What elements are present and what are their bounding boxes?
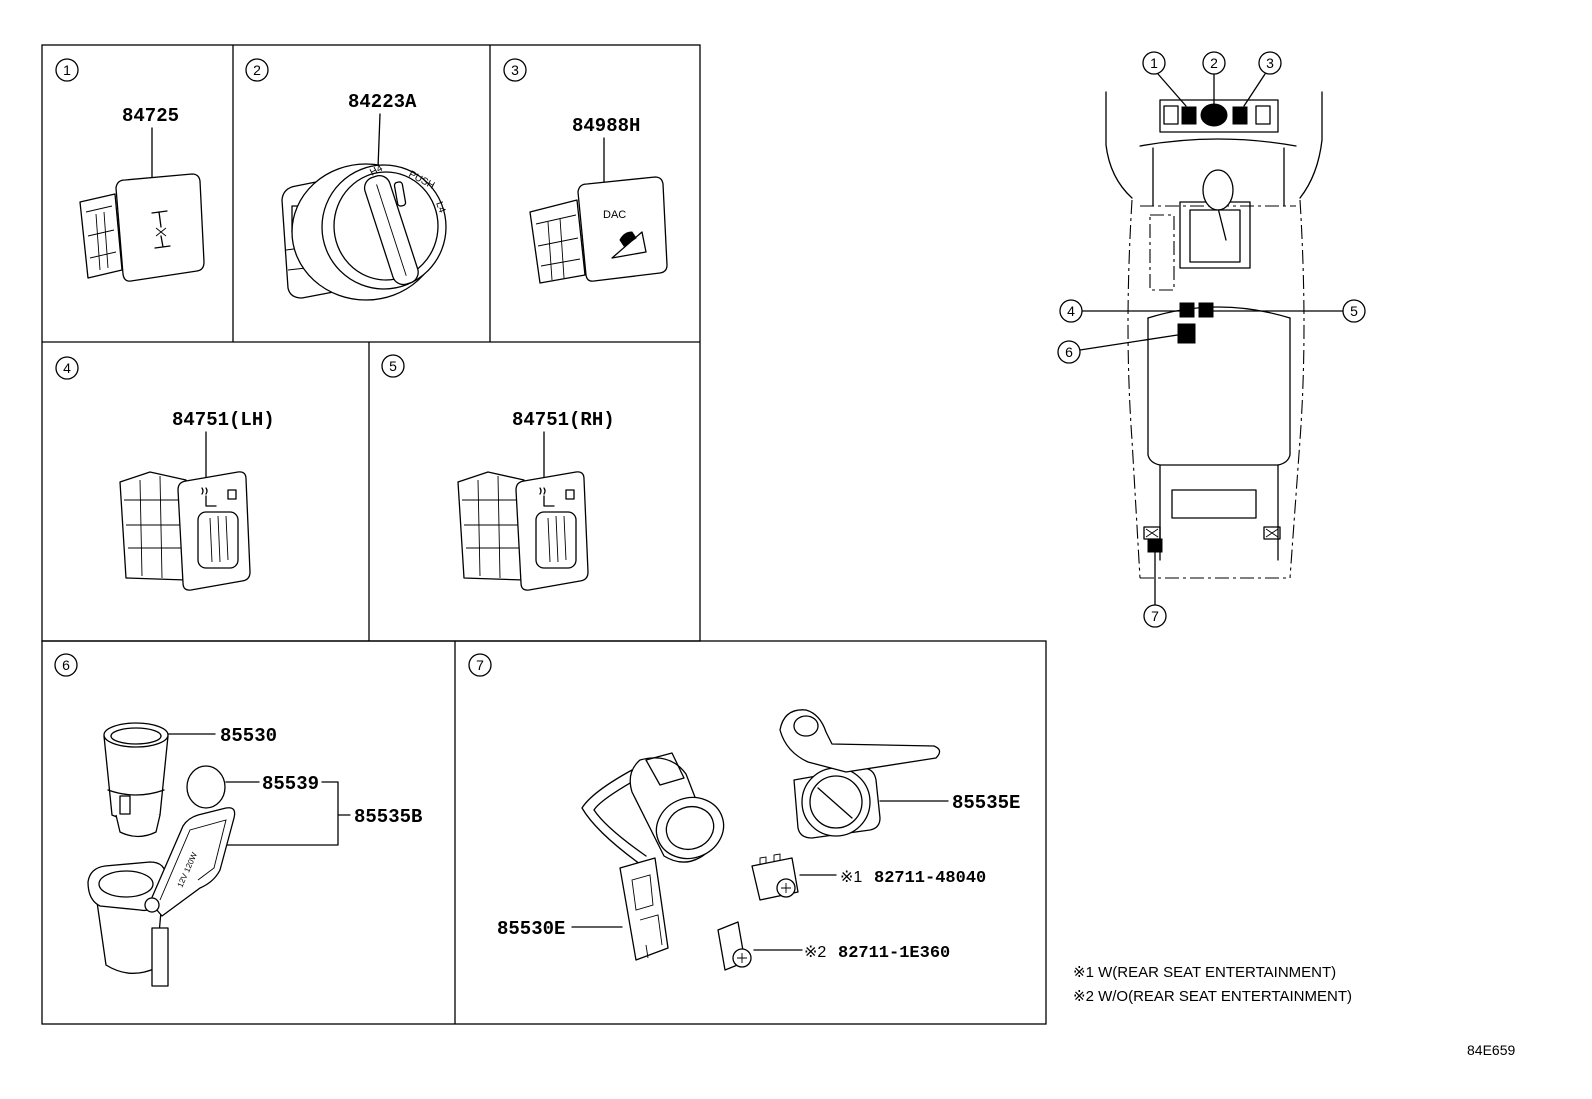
part-number-84725: 84725	[122, 105, 179, 127]
lighter-socket-with-harness	[581, 752, 725, 961]
locator-callout-5: 5	[1342, 299, 1366, 323]
svg-text:6: 6	[1065, 344, 1073, 360]
clip-with-screw-1	[751, 853, 799, 901]
part-number-84751-rh: 84751(RH)	[512, 409, 615, 431]
location-marker-1	[1181, 106, 1197, 125]
svg-text:1: 1	[63, 62, 71, 78]
seat-heater-switch-rh	[457, 471, 589, 591]
footnotes: ※1 W(REAR SEAT ENTERTAINMENT) ※2 W/O(REA…	[1073, 964, 1352, 1005]
lighter-knob	[186, 765, 226, 809]
four-wheel-drive-icon	[151, 210, 171, 249]
location-marker-4	[1179, 302, 1195, 318]
leader-line	[377, 113, 381, 169]
panel-number-4: 4	[55, 356, 79, 380]
svg-text:1: 1	[1150, 55, 1158, 71]
power-socket-with-lid	[779, 709, 941, 839]
panel-number-3: 3	[503, 58, 527, 82]
svg-text:7: 7	[476, 657, 484, 673]
svg-text:2: 2	[253, 62, 261, 78]
clip-with-screw-2	[717, 921, 752, 971]
panel-4: 4 84751(LH)	[55, 356, 275, 591]
panel-number-5: 5	[381, 354, 405, 378]
seat-heater-icon	[539, 487, 575, 507]
part-number-82711-48040: 82711-48040	[874, 869, 986, 888]
panel-1: 1 84725	[55, 58, 205, 282]
panel-grid	[41, 44, 1047, 1025]
panel-number-2: 2	[245, 58, 269, 82]
locator-callout-3: 3	[1258, 51, 1282, 75]
svg-text:4: 4	[63, 360, 71, 376]
panel-6: 6 85530 85539 85535B 12V 120W	[54, 653, 422, 987]
part-number-85535B: 85535B	[354, 806, 422, 828]
transfer-dial-switch: H4 PUSH L4	[281, 163, 447, 301]
svg-text:7: 7	[1151, 608, 1159, 624]
bracket-leader	[225, 781, 351, 846]
dial-knob	[363, 175, 419, 286]
panel-5: 5 84751(RH)	[381, 354, 615, 591]
location-marker-5	[1198, 302, 1214, 318]
svg-text:3: 3	[511, 62, 519, 78]
part-number-82711-1E360: 82711-1E360	[838, 944, 950, 963]
footnote-mark-1: ※1	[840, 869, 862, 886]
locator-callout-1: 1	[1142, 51, 1166, 75]
location-marker-2	[1200, 103, 1228, 127]
marking-dac: DAC	[603, 209, 626, 221]
locator-callout-7: 7	[1143, 604, 1167, 628]
footnote-1: ※1 W(REAR SEAT ENTERTAINMENT)	[1073, 964, 1336, 981]
power-socket-assembly: 12V 120W	[87, 807, 236, 987]
svg-text:4: 4	[1067, 303, 1075, 319]
svg-text:6: 6	[62, 657, 70, 673]
seat-heater-icon	[201, 487, 237, 507]
panel-7: 7 85530E 85535E	[468, 653, 1020, 971]
marking-l4: L4	[433, 200, 447, 215]
figure-code: 84E659	[1467, 1042, 1515, 1058]
locator-callout-6: 6	[1057, 340, 1081, 364]
locator-callout-2: 2	[1202, 51, 1226, 75]
marking-h4: H4	[368, 163, 385, 179]
svg-text:5: 5	[1350, 303, 1358, 319]
four-wheel-drive-switch	[79, 173, 205, 282]
panel-number-6: 6	[54, 653, 78, 677]
part-number-85530E: 85530E	[497, 918, 565, 940]
panel-3: 3 84988H DAC	[503, 58, 668, 284]
downhill-assist-icon	[611, 231, 647, 259]
svg-text:3: 3	[1266, 55, 1274, 71]
location-marker-3	[1232, 106, 1248, 125]
part-number-84751-lh: 84751(LH)	[172, 409, 275, 431]
seat-heater-switch-lh	[119, 471, 251, 591]
svg-text:5: 5	[389, 358, 397, 374]
part-number-85539: 85539	[262, 773, 319, 795]
panel-number-1: 1	[55, 58, 79, 82]
panel-2: 2 84223A H4 PUSH L4	[245, 58, 447, 301]
footnote-mark-2: ※2	[804, 944, 826, 961]
shift-knob	[1202, 169, 1234, 211]
footnote-2: ※2 W/O(REAR SEAT ENTERTAINMENT)	[1073, 988, 1352, 1005]
location-marker-6	[1177, 323, 1196, 344]
part-number-84223A: 84223A	[348, 91, 417, 113]
cigarette-lighter	[103, 722, 169, 838]
locator-callout-4: 4	[1059, 299, 1083, 323]
console-locator-view: 1 2 3 4 5 6 7	[1057, 51, 1366, 628]
svg-text:2: 2	[1210, 55, 1218, 71]
dac-switch: DAC	[529, 176, 668, 284]
part-number-84988H: 84988H	[572, 115, 640, 137]
panel-number-7: 7	[468, 653, 492, 677]
location-marker-7	[1147, 538, 1163, 553]
part-number-85530: 85530	[220, 725, 277, 747]
part-number-85535E: 85535E	[952, 792, 1020, 814]
